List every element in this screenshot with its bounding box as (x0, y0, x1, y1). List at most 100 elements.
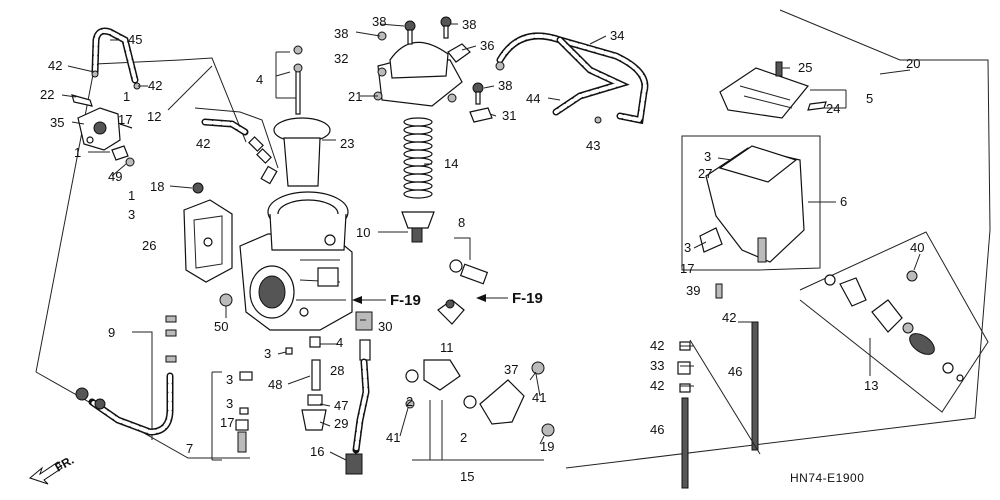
callout-42: 42 (722, 310, 736, 325)
leader-lines (61, 23, 921, 461)
callout-42: 42 (148, 78, 162, 93)
callout-29: 29 (334, 416, 348, 431)
callout-28: 28 (330, 363, 344, 378)
callout-2: 2 (406, 394, 413, 409)
callout-1: 1 (74, 145, 81, 160)
callout-2: 2 (460, 430, 467, 445)
tube-assembly-9 (75, 315, 177, 440)
callout-17: 17 (680, 261, 694, 276)
callout-34: 34 (610, 28, 624, 43)
callout-14: 14 (444, 156, 458, 171)
callout-7: 7 (186, 441, 193, 456)
accelerator-pump-13 (799, 231, 989, 413)
callout-3: 3 (684, 240, 691, 255)
throttle-body-cover-35 (71, 94, 135, 167)
callout-1: 1 (128, 188, 135, 203)
callout-45: 45 (128, 32, 142, 47)
callout-37: 37 (504, 362, 518, 377)
diagram-code: HN74-E1900 (790, 471, 864, 485)
assembly-15 (405, 359, 555, 461)
callout-38: 38 (498, 78, 512, 93)
callout-26: 26 (142, 238, 156, 253)
callout-35: 35 (50, 115, 64, 130)
callout-43: 43 (586, 138, 600, 153)
callout-16: 16 (310, 444, 324, 459)
callout-42: 42 (650, 338, 664, 353)
callout-36: 36 (480, 38, 494, 53)
piston-10 (401, 211, 435, 243)
callout-24: 24 (826, 101, 840, 116)
callout-18: 18 (150, 179, 164, 194)
callout-3: 3 (704, 149, 711, 164)
callout-42: 42 (650, 378, 664, 393)
callout-22: 22 (40, 87, 54, 102)
callout-47: 47 (334, 398, 348, 413)
callout-42: 42 (196, 136, 210, 151)
callout-3: 3 (226, 372, 233, 387)
callout-20: 20 (906, 56, 920, 71)
ref-arrow-f19-a (352, 296, 386, 304)
callout-17: 17 (220, 415, 234, 430)
callout-4: 4 (336, 335, 343, 350)
float-chamber-6 (681, 135, 821, 271)
callout-41: 41 (386, 430, 400, 445)
screw-50 (219, 293, 233, 318)
callout-38: 38 (372, 14, 386, 29)
callout-15: 15 (460, 469, 474, 484)
part-39 (715, 283, 723, 299)
callout-6: 6 (840, 194, 847, 209)
ref-label-f19: F-19 (512, 290, 543, 307)
callout-39: 39 (686, 283, 700, 298)
filter-assembly-5 (719, 61, 827, 119)
callout-13: 13 (864, 378, 878, 393)
part-8 (449, 237, 489, 285)
callout-46: 46 (728, 364, 742, 379)
callout-3: 3 (264, 346, 271, 361)
callout-40: 40 (910, 240, 924, 255)
callout-46: 46 (650, 422, 664, 437)
bracket-36 (447, 43, 471, 63)
callout-38: 38 (462, 17, 476, 32)
callout-30: 30 (378, 319, 392, 334)
part-11 (437, 299, 465, 325)
side-cover-26 (183, 199, 233, 283)
screws-38 (377, 16, 484, 105)
callout-49: 49 (108, 169, 122, 184)
front-arrow (28, 461, 63, 485)
callout-42: 42 (48, 58, 62, 73)
callout-44: 44 (526, 91, 540, 106)
callout-5: 5 (866, 91, 873, 106)
callout-1: 1 (123, 89, 130, 104)
callout-4: 4 (256, 72, 263, 87)
callout-19: 19 (540, 439, 554, 454)
callout-12: 12 (147, 109, 161, 124)
callout-38: 38 (334, 26, 348, 41)
callout-10: 10 (356, 225, 370, 240)
callout-labels: 45 42 42 22 1 12 35 17 42 1 49 1 3 18 26… (40, 14, 924, 484)
bracket-31 (469, 107, 493, 123)
callout-17: 17 (118, 112, 132, 127)
callout-23: 23 (340, 136, 354, 151)
ref-label-f19: F-19 (390, 292, 421, 309)
callout-9: 9 (108, 325, 115, 340)
tube-46 (677, 321, 761, 489)
callout-3: 3 (226, 396, 233, 411)
callout-31: 31 (502, 108, 516, 123)
callout-32: 32 (334, 51, 348, 66)
screw-18 (169, 182, 204, 194)
callout-50: 50 (214, 319, 228, 334)
callout-8: 8 (458, 215, 465, 230)
callout-27: 27 (698, 166, 712, 181)
top-cover-21 (373, 41, 463, 107)
callout-41: 41 (532, 390, 546, 405)
spring-14 (403, 117, 433, 199)
callout-33: 33 (650, 358, 664, 373)
hose-assembly-12 (167, 65, 279, 185)
jet-set-7 (211, 347, 293, 461)
callout-48: 48 (268, 377, 282, 392)
carburetor-body (239, 191, 353, 331)
callout-25: 25 (798, 60, 812, 75)
jet-needle-parts (301, 311, 373, 475)
callout-21: 21 (348, 89, 362, 104)
